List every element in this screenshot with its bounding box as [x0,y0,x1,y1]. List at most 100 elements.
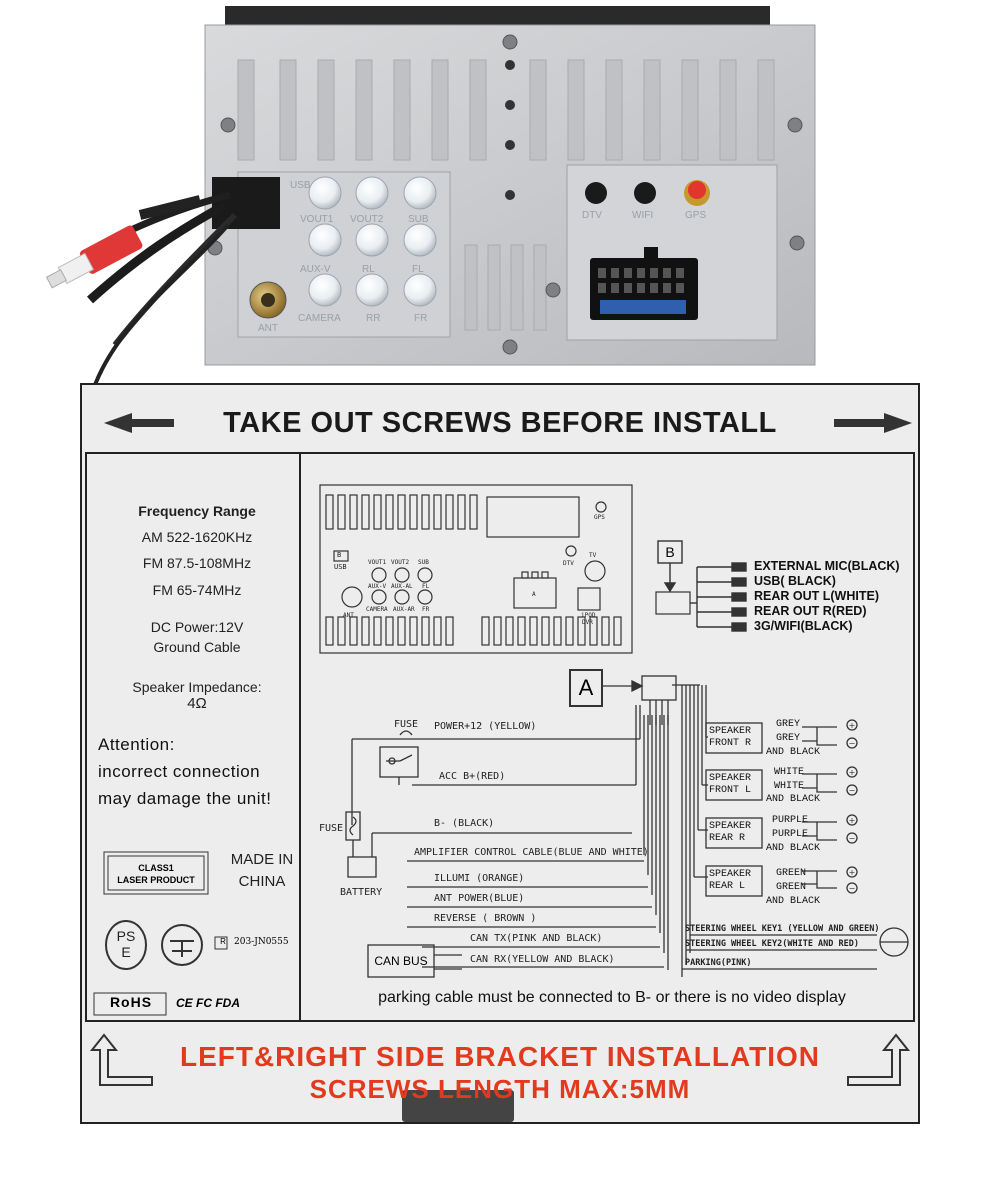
connector-a-harness [345,669,909,978]
photo-label-usb: USB [290,180,311,191]
output-usb: USB( BLACK) [754,574,836,588]
speaker-fr-color2: GREY [776,733,801,744]
attention-title: Attention: [98,735,175,754]
speaker-rear-r-l1: SPEAKER [709,821,752,832]
reg-number: 203-JN0555 [234,937,289,947]
speaker-rr-color3: AND BLACK [766,843,821,854]
diag-dvr: DVR [582,619,593,626]
bracket-arrows [89,1033,911,1086]
ground-cable: Ground Cable [153,639,241,655]
diag-ant: ANT [343,612,354,619]
china: CHINA [238,873,286,890]
bracket-shadow [402,1090,514,1122]
diag-vout2: VOUT2 [391,559,410,566]
header-title: TAKE OUT SCREWS BEFORE INSTALL [223,407,777,439]
parking-wire: PARKING(PINK) [685,958,752,968]
wire-ground: B- (BLACK) [434,818,495,829]
speaker-rr-color2: PURPLE [772,829,809,840]
speaker-rl-color2: GREEN [776,882,807,893]
speaker-fr-color3: AND BLACK [766,747,821,758]
pse-bottom: E [121,944,131,960]
speaker-boxes [705,719,858,897]
speaker-front-r-l1: SPEAKER [709,726,752,737]
parking-note: parking cable must be connected to B- or… [378,989,846,1006]
wire-reverse: REVERSE ( BROWN ) [434,913,537,924]
box-b-label: B [665,544,675,560]
diag-auxv: AUX-V [368,583,387,590]
minus-sign: − [849,786,856,795]
wire-can-tx: CAN TX(PINK AND BLACK) [470,933,603,944]
box-a-label: A [578,675,594,700]
laser-class: CLASS1 [138,863,174,873]
photo-label-ant: ANT [258,323,278,334]
plus-sign: + [849,868,856,877]
wire-acc: ACC B+(RED) [439,771,506,782]
diag-ipod: iPOD [581,612,596,619]
diag-fl: FL [422,583,430,590]
speaker-fl-color1: WHITE [774,767,805,778]
minus-sign: − [849,834,856,843]
diag-tv: TV [589,552,597,559]
radio-back-photo: USB VOUT1 VOUT2 SUB AUX-V RL FL CAMERA R… [0,0,1000,386]
can-bus-label: CAN BUS [374,954,428,968]
attention-line2: may damage the unit! [98,789,272,808]
fuse-top-label: FUSE [394,719,419,730]
bracket-line2: SCREWS LENGTH MAX:5MM [309,1074,691,1104]
dc-power: DC Power:12V [150,619,244,635]
diag-vout1: VOUT1 [368,559,387,566]
photo-label-wifi: WIFI [632,210,653,221]
freq-fm2: FM 65-74MHz [152,582,242,598]
output-rear-l: REAR OUT L(WHITE) [754,589,879,603]
diag-gps: GPS [594,514,605,521]
speaker-front-l-l1: SPEAKER [709,773,752,784]
diag-auxar: AUX-AR [393,606,415,613]
diag-b-small: B [337,551,342,559]
photo-label-fl: FL [412,264,424,275]
diag-a-small: A [532,591,536,598]
speaker-rr-color1: PURPLE [772,815,809,826]
diag-dtv: DTV [563,560,574,567]
photo-label-rl: RL [362,264,375,275]
made-in-china: MADE IN CHINA [222,849,302,893]
wiring-label-sticker: +− +− +− +− TAKE OUT SCREWS BEFORE INSTA… [80,383,920,1124]
laser-label: CLASS1 LASER PRODUCT [108,862,204,886]
output-rear-r: REAR OUT R(RED) [754,604,867,618]
output-mic: EXTERNAL MIC(BLACK) [754,559,900,573]
speaker-fl-color2: WHITE [774,781,805,792]
speaker-front-l: SPEAKER FRONT L [709,773,751,797]
cert-marks: CE FC FDA [176,996,240,1010]
speaker-front-l-l2: FRONT L [709,785,752,796]
plus-sign: + [849,721,856,730]
diag-sub: SUB [418,559,429,566]
wire-amp: AMPLIFIER CONTROL CABLE(BLUE AND WHITE) [414,847,649,858]
photo-label-camera: CAMERA [298,313,341,324]
wire-illumi: ILLUMI (ORANGE) [434,873,525,884]
attention-line1: incorrect connection [98,762,261,781]
speaker-rear-r-l2: REAR R [709,833,746,844]
speaker-impedance-title: Speaker Impedance: [132,679,262,695]
speaker-front-r-l2: FRONT R [709,738,752,749]
minus-sign: − [849,739,856,748]
speaker-rear-r: SPEAKER REAR R [709,821,751,845]
radio-chassis-illustration: USB VOUT1 VOUT2 SUB AUX-V RL FL CAMERA R… [45,6,816,386]
head-unit-diagram [319,484,633,654]
speaker-rear-l-l2: REAR L [709,881,746,892]
wire-ant-power: ANT POWER(BLUE) [434,893,525,904]
freq-range-title: Frequency Range [138,503,256,519]
photo-label-rr: RR [366,313,380,324]
photo-label-sub: SUB [408,214,429,225]
photo-label-auxv: AUX-V [300,264,331,275]
reg-r-mark: R [220,937,226,946]
photo-label-vout1: VOUT1 [300,214,334,225]
steering-key2: STEERING WHEEL KEY2(WHITE AND RED) [685,939,859,949]
speaker-rear-l: SPEAKER REAR L [709,869,751,893]
output-wifi: 3G/WIFI(BLACK) [754,619,853,633]
speaker-fr-color1: GREY [776,719,801,730]
speaker-front-r: SPEAKER FRONT R [709,726,751,750]
steering-key1: STEERING WHEEL KEY1 (YELLOW AND GREEN) [685,924,880,934]
photo-label-gps: GPS [685,210,706,221]
speaker-rear-l-l1: SPEAKER [709,869,752,880]
pse-top: PS [116,928,136,944]
freq-fm1: FM 87.5-108MHz [142,555,252,571]
pse-mark: PS E [110,928,142,960]
